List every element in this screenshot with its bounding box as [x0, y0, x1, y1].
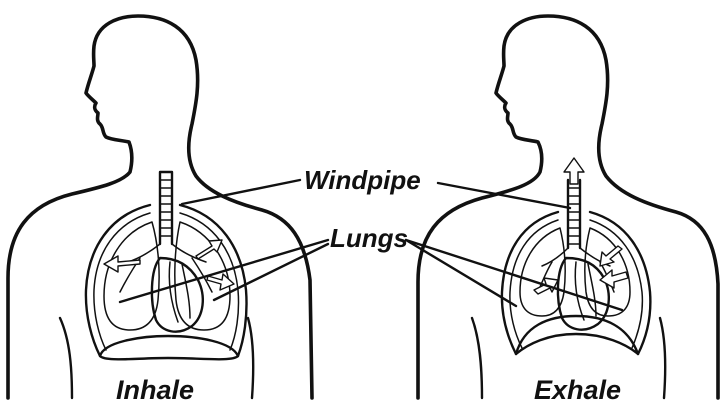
exhale-windpipe-rings — [568, 188, 580, 244]
exhale-arrow-right-lower — [600, 270, 628, 288]
exhale-right-arm-crease — [660, 318, 665, 398]
inhale-right-lung — [175, 222, 230, 330]
inhale-arrow-right — [196, 240, 222, 259]
inhale-figure — [8, 16, 312, 398]
exhale-arrow-right-upper — [600, 246, 622, 266]
exhale-left-arm-crease — [472, 318, 482, 398]
exhale-label: Exhale — [534, 375, 621, 405]
lungs-leader-right-1 — [406, 240, 516, 306]
inhale-arrow-left — [104, 256, 140, 272]
inhale-windpipe — [160, 172, 172, 244]
windpipe-label: Windpipe — [304, 165, 421, 195]
inhale-left-arm-crease — [60, 318, 72, 398]
inhale-diaphragm — [100, 336, 238, 359]
inhale-windpipe-rings — [160, 180, 172, 236]
windpipe-leader-right — [438, 183, 570, 208]
lungs-leader-left-1 — [120, 240, 328, 302]
lungs-label: Lungs — [330, 223, 408, 253]
exhale-diaphragm — [516, 316, 638, 354]
inhale-bronchi — [120, 244, 212, 292]
inhale-label: Inhale — [116, 375, 194, 405]
windpipe-leader-left — [182, 180, 300, 204]
inhale-right-arm-crease — [248, 318, 253, 398]
exhale-windpipe — [568, 180, 580, 248]
exhale-ribcage-right-inner — [590, 220, 642, 348]
